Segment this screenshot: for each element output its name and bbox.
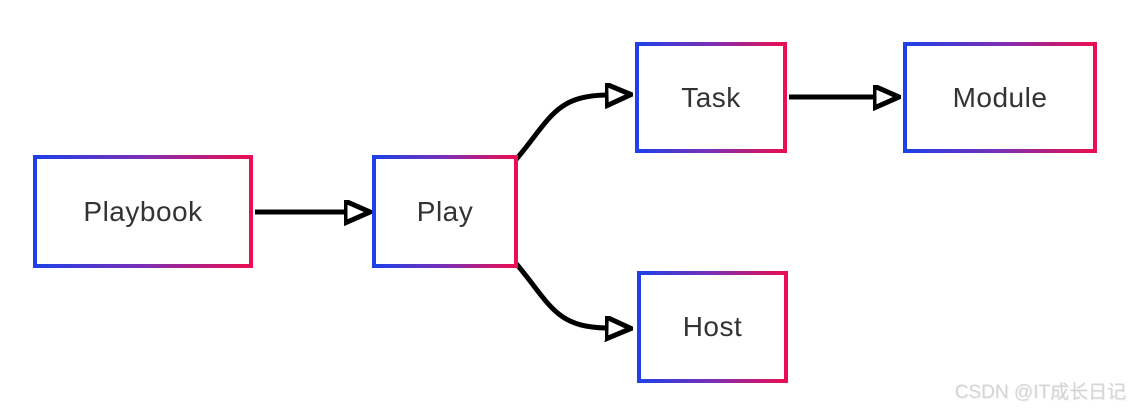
node-play-label: Play: [416, 195, 474, 227]
node-task-label: Task: [681, 81, 741, 113]
node-task: Task: [635, 42, 787, 153]
csdn-watermark: CSDN @IT成长日记: [954, 382, 1126, 403]
node-host-label: Host: [682, 311, 743, 342]
node-host: Host: [637, 271, 788, 383]
edge-play-task: [512, 95, 606, 164]
node-play: Play: [372, 155, 518, 268]
node-playbook-label: Playbook: [83, 195, 203, 227]
edge-play-host: [512, 259, 606, 328]
node-module-label: Module: [952, 81, 1048, 113]
node-playbook: Playbook: [33, 155, 253, 268]
node-module: Module: [903, 42, 1097, 153]
